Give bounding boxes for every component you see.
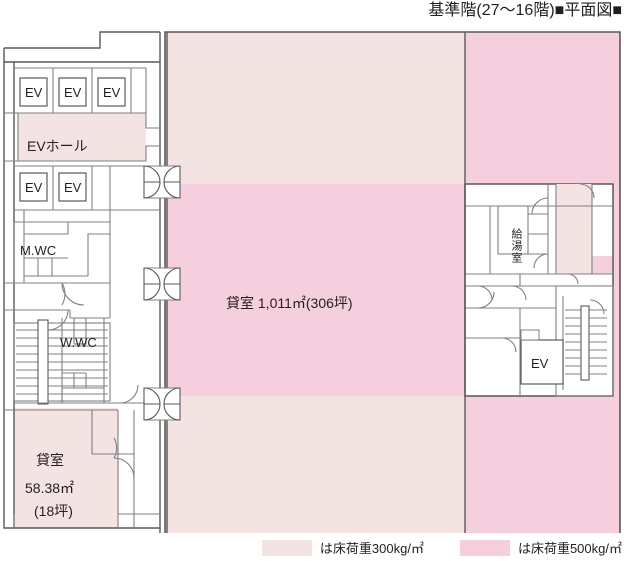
door-arc-10 (567, 273, 579, 285)
building-outline (164, 31, 621, 533)
door-arc-11 (477, 285, 493, 301)
door-arc-13 (511, 285, 527, 301)
small-tenant-room-area: 58.38㎡ (25, 480, 75, 496)
legend: は床荷重300kg/㎡ は床荷重500kg/㎡ (0, 538, 624, 560)
mens-wc-label: M.WC (20, 243, 57, 258)
pantry-label: 給湯室 (510, 228, 522, 264)
legend-swatch-300 (261, 539, 312, 556)
small-tenant-room-label: 貸室 (36, 452, 64, 468)
door-arc-2 (47, 309, 69, 331)
door-arc-3 (61, 282, 85, 306)
door-arc-7 (579, 183, 595, 199)
door-arc-8 (531, 197, 549, 215)
ev-hall-outline (4, 112, 160, 162)
floor-plan-drawing: EV EV EV EV EV EV EVホール M.WC W.WC 給湯室 貸室… (0, 18, 624, 533)
door-arc-5 (113, 457, 135, 479)
small-tenant-room (4, 409, 160, 528)
elevator-label-1: EV (25, 85, 43, 100)
ev-hall-label: EVホール (27, 138, 88, 154)
stair-core-wall (37, 319, 49, 405)
elevator-label-4: EV (25, 180, 43, 195)
door-arc-14 (501, 337, 517, 353)
legend-swatch-500 (459, 539, 510, 556)
legend-label-300: は床荷重300kg/㎡ (319, 541, 424, 556)
womens-wc-area (14, 317, 160, 404)
elevator-label-3: EV (103, 85, 121, 100)
door-arc-15 (589, 299, 605, 315)
ev-bank-lower (14, 165, 160, 211)
door-arc-9 (533, 253, 549, 269)
door-arc-12 (477, 291, 495, 309)
small-tenant-room-tsubo: (18坪) (34, 503, 73, 519)
elevator-car-6 (520, 339, 564, 385)
stair-right-core-wall (580, 305, 590, 381)
womens-wc-label: W.WC (60, 335, 97, 350)
elevator-car-1 (19, 77, 48, 107)
elevator-car-5 (58, 172, 87, 202)
main-tenant-room-label: 貸室 1,011㎡(306坪) (226, 295, 353, 311)
mens-wc-area (4, 210, 111, 284)
left-core-outline (3, 31, 160, 529)
floor-plan-svg (3, 31, 621, 533)
elevator-label-5: EV (64, 180, 82, 195)
corridor-double-doors (143, 165, 181, 421)
elevator-label-6: EV (531, 356, 549, 371)
page-title: 基準階(27〜16階)■平面図■ (428, 2, 622, 19)
elevator-label-2: EV (64, 85, 82, 100)
door-arc-4 (119, 384, 139, 404)
elevator-car-4 (19, 172, 48, 202)
right-core (464, 183, 614, 397)
elevator-car-3 (97, 77, 126, 107)
door-arc-6 (113, 437, 118, 459)
load-zone-fills (14, 32, 620, 533)
elevator-car-2 (58, 77, 87, 107)
legend-label-500: は床荷重500kg/㎡ (517, 541, 622, 556)
